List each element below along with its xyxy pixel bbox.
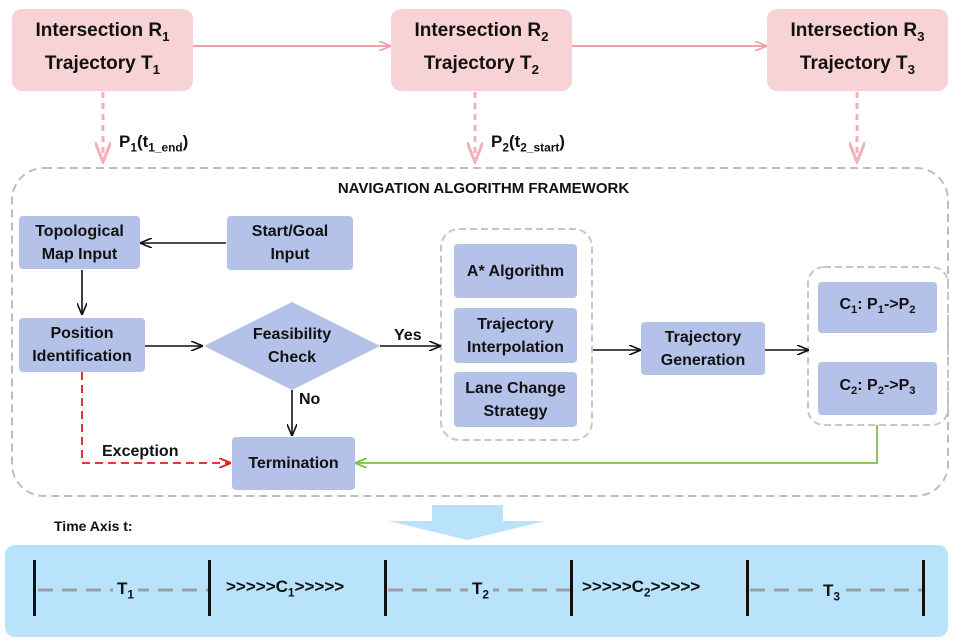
timeline-tick-3 [570,560,573,616]
astar-algorithm-box: A* Algorithm [454,244,577,298]
trajectory-t2-subscript: 2 [531,61,540,77]
time-axis-down-arrow [389,505,545,540]
p2-label: P2(t2_start) [491,132,565,155]
no-label: No [299,391,321,408]
exception-label: Exception [102,443,179,460]
intersection-r2-box: Intersection R2 Trajectory T2 [391,9,572,91]
intersection-r1-label: Intersection R [35,20,163,42]
intersection-r2-subscript: 2 [541,29,549,44]
timeline-c2-label: >>>>>C2>>>>> [582,577,701,600]
timeline-c1-label: >>>>>C1>>>>> [226,577,345,600]
yes-label: Yes [394,327,422,344]
intersection-r1-box: Intersection R1 Trajectory T1 [12,9,193,91]
intersection-r3-subscript: 3 [917,29,925,44]
segment-c2-box: C2: P2->P3 [818,362,937,415]
segment-c1-box: C1: P1->P2 [818,282,937,333]
algorithm-group [440,228,593,441]
timeline-t1-label: T1 [113,579,139,602]
timeline-t2-label: T2 [468,579,494,602]
time-axis-label: Time Axis t: [54,518,133,534]
exception-path [81,372,230,463]
intersection-r3-box: Intersection R3 Trajectory T3 [767,9,948,91]
intersection-r3-label: Intersection R [790,20,918,42]
termination-box: Termination [232,437,355,490]
framework-title: NAVIGATION ALGORITHM FRAMEWORK [337,180,630,197]
timeline-t3-label: T3 [819,581,845,604]
trajectory-t3-subscript: 3 [907,61,916,77]
timeline-tick-4 [746,560,749,616]
trajectory-t1-subscript: 1 [152,61,161,77]
trajectory-t1-label: Trajectory T [44,53,153,74]
return-path [356,425,878,463]
timeline-tick-5 [922,560,925,616]
timeline-tick-0 [33,560,36,616]
intersection-r1-subscript: 1 [162,29,170,44]
feasibility-diamond [204,302,380,390]
p1-label: P1(t1_end) [119,132,189,155]
timeline-tick-2 [384,560,387,616]
intersection-r2-label: Intersection R [414,20,542,42]
trajectory-t2-label: Trajectory T [423,53,532,74]
trajectory-t3-label: Trajectory T [799,53,908,74]
time-axis-bar: T1 >>>>>C1>>>>> T2 >>>>>C2>>>>> T3 [5,545,948,637]
timeline-tick-1 [208,560,211,616]
